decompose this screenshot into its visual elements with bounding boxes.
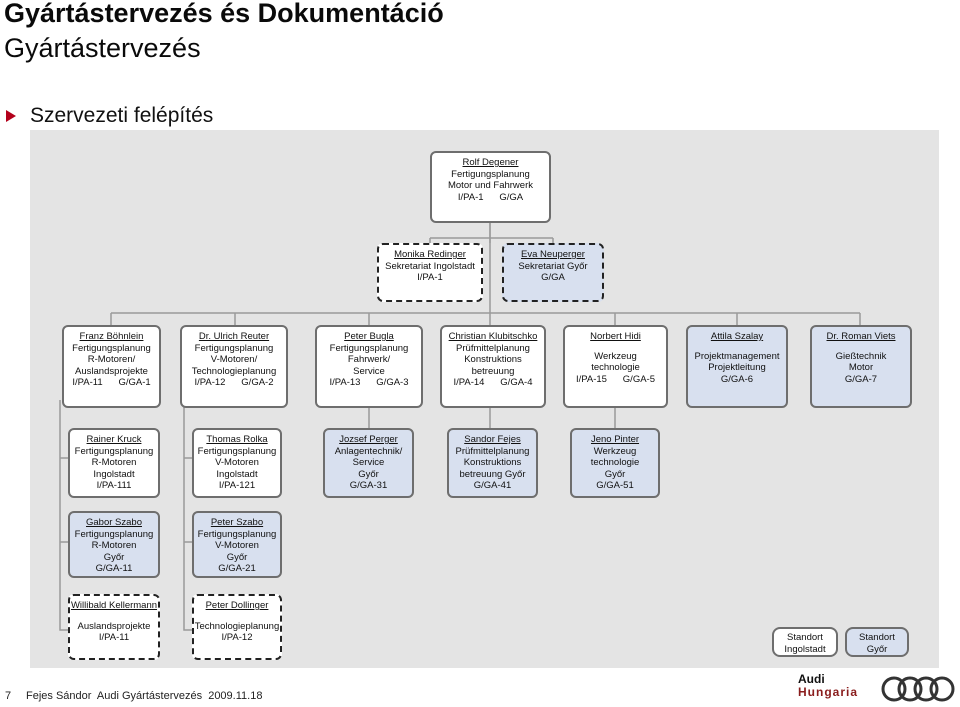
org-node-sub-external: Willibald Kellermann Auslandsprojekte I/…	[68, 594, 160, 660]
org-node-sub: Gabor Szabo Fertigungsplanung R-Motoren …	[68, 511, 160, 578]
org-node-sub: Jeno Pinter Werkzeug technologie Győr G/…	[570, 428, 660, 498]
legend-gyor: Standort Győr	[845, 627, 909, 657]
org-node-dept: Dr. Ulrich Reuter Fertigungsplanung V-Mo…	[180, 325, 288, 408]
org-node-sub: Rainer Kruck Fertigungsplanung R-Motoren…	[68, 428, 160, 498]
org-node-sub: Sandor Fejes Prüfmittelplanung Konstrukt…	[447, 428, 538, 498]
org-node-secretary-ingolstadt: Monika Redinger Sekretariat Ingolstadt I…	[377, 243, 483, 302]
org-node-dept: Christian Klubitschko Prüfmittelplanung …	[440, 325, 546, 408]
org-node-dept: Franz Böhnlein Fertigungsplanung R-Motor…	[62, 325, 161, 408]
legend-ingolstadt: Standort Ingolstadt	[772, 627, 838, 657]
bullet-text: Szervezeti felépítés	[30, 104, 214, 127]
page-title: Gyártástervezés és Dokumentáció	[4, 0, 444, 28]
org-node-sub: Thomas Rolka Fertigungsplanung V-Motoren…	[192, 428, 282, 498]
org-node-dept: Dr. Roman Viets Gießtechnik Motor G/GA-7	[810, 325, 912, 408]
org-node-head: Rolf Degener Fertigungsplanung Motor und…	[430, 151, 551, 223]
org-node-secretary-gyor: Eva Neuperger Sekretariat Győr G/GA	[502, 243, 604, 302]
org-node-sub: Peter Szabo Fertigungsplanung V-Motoren …	[192, 511, 282, 578]
audi-rings-icon	[881, 676, 955, 702]
bullet-item: Szervezeti felépítés	[4, 104, 213, 128]
bullet-triangle-icon	[6, 110, 16, 122]
org-node-dept: Norbert Hidi Werkzeug technologie I/PA-1…	[563, 325, 668, 408]
footer-text: Fejes Sándor Audi Gyártástervezés 2009.1…	[26, 690, 263, 702]
org-node-dept: Peter Bugla Fertigungsplanung Fahrwerk/ …	[315, 325, 423, 408]
brand-logo-text: Audi Hungaria	[798, 672, 859, 699]
org-node-sub-external: Peter Dollinger Technologieplanung I/PA-…	[192, 594, 282, 660]
org-node-sub: Jozsef Perger Anlagentechnik/ Service Gy…	[323, 428, 414, 498]
page-subtitle: Gyártástervezés	[4, 33, 201, 63]
page-number: 7	[5, 690, 12, 702]
org-node-dept: Attila Szalay Projektmanagement Projektl…	[686, 325, 788, 408]
